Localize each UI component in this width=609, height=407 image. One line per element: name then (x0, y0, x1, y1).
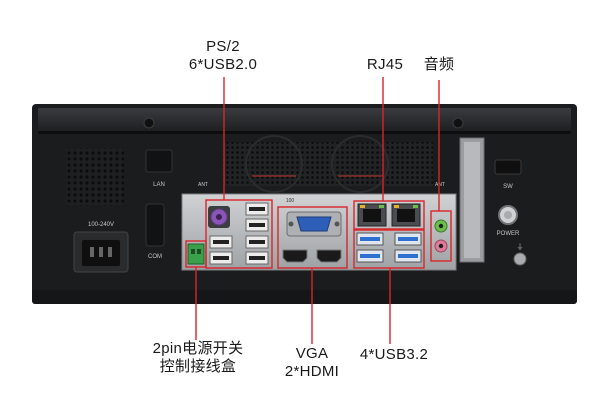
power-switch-terminal (187, 243, 205, 265)
highlight-boxes (185, 199, 452, 269)
usb20-ports (209, 202, 269, 265)
callout-rj45-label: RJ45 (366, 56, 404, 73)
lan-knockout (145, 149, 173, 173)
ant-left-text: ANT (198, 182, 208, 188)
vent-grille-left (66, 148, 124, 206)
ps2-port (208, 206, 230, 228)
power-text: POWER (497, 231, 520, 237)
vga-port (286, 211, 342, 237)
audio-jacks (434, 219, 448, 253)
voltage-text: 100-240V (88, 222, 114, 228)
highlight-audio (430, 210, 452, 262)
callout-ps2-usb20: PS/2 6*USB2.0 (168, 38, 278, 74)
expansion-bracket (459, 137, 485, 263)
com-knockout (145, 203, 165, 247)
lan-text: LAN (153, 182, 165, 188)
sw-text: SW (503, 184, 513, 190)
callout-vga-hdmi: VGA 2*HDMI (262, 345, 362, 381)
callout-lines (195, 77, 440, 344)
highlight-ps2-usb20 (205, 199, 273, 269)
ground-icon: ⏚ (517, 243, 524, 251)
com-text: COM (148, 254, 162, 260)
callout-usb20-label: 6*USB2.0 (188, 56, 258, 73)
hdmi-ports (282, 249, 342, 263)
callout-usb32-label: 4*USB3.2 (359, 346, 429, 363)
callout-power-switch-line2: 控制接线盒 (159, 358, 237, 375)
usb32-ports (356, 232, 422, 263)
ac-power-inlet: 100-240V (73, 222, 129, 273)
ground-screw (513, 252, 527, 266)
callout-power-switch: 2pin电源开关 控制接线盒 (128, 340, 268, 376)
rj45-ports (357, 203, 421, 227)
ant-right-text: ANT (435, 182, 445, 188)
callout-hdmi-label: 2*HDMI (284, 363, 340, 380)
callout-ps2-label: PS/2 (206, 38, 240, 55)
callout-audio-label: 音频 (423, 56, 455, 73)
highlight-usb32 (353, 229, 425, 269)
callout-power-switch-line1: 2pin电源开关 (152, 340, 244, 357)
callout-vga-label: VGA (295, 345, 329, 362)
port-number-text: 100 (286, 198, 295, 204)
highlight-rj45 (353, 200, 425, 230)
power-button-area: SW POWER ⏚ (494, 159, 527, 266)
fan-vents (223, 135, 433, 193)
